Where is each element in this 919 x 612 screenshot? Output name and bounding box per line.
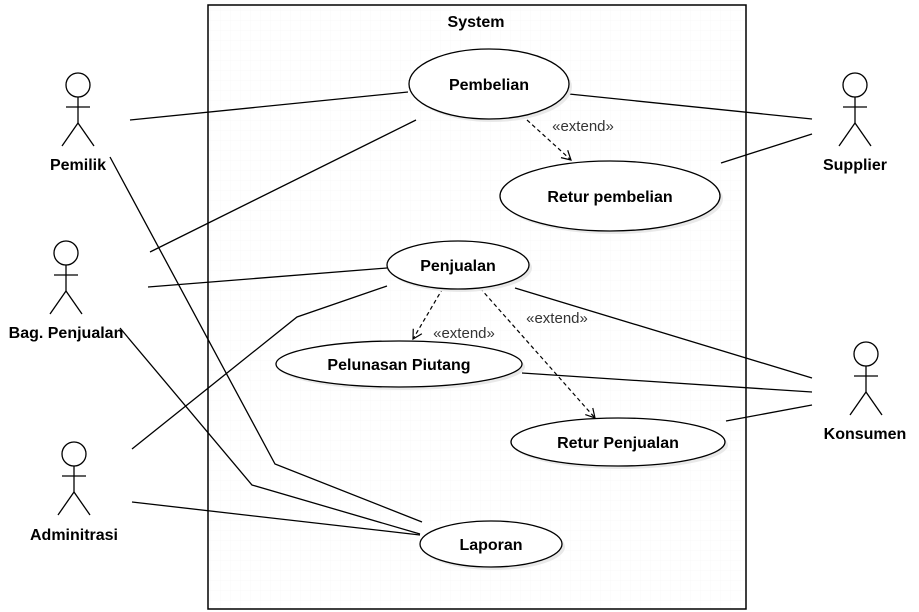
actor-supplier[interactable] <box>838 72 872 147</box>
use-case-retur-pembelian-label: Retur pembelian <box>547 189 672 206</box>
actor-bag-penjualan-label: Bag. Penjualan <box>9 325 124 342</box>
use-case-retur-penjualan[interactable]: Retur Penjualan <box>510 417 728 469</box>
use-case-pelunasan-piutang-label: Pelunasan Piutang <box>327 357 470 374</box>
use-case-pembelian-label: Pembelian <box>449 77 529 94</box>
assoc-adminitrasi-laporan <box>131 501 421 536</box>
actor-pemilik-label: Pemilik <box>50 157 106 174</box>
associations <box>109 91 813 536</box>
actor-bag-penjualan[interactable] <box>49 240 83 315</box>
extend-arrow-pelunasan-piutang <box>412 287 444 341</box>
use-case-penjualan-label: Penjualan <box>420 258 496 275</box>
actor-konsumen[interactable] <box>849 341 883 416</box>
extend-label-retur-pembelian: «extend» <box>552 118 614 135</box>
actor-pemilik[interactable] <box>61 72 95 147</box>
system-boundary <box>207 4 747 610</box>
actor-adminitrasi[interactable] <box>57 441 91 516</box>
stick-figure-icon <box>838 72 872 147</box>
assoc-bagpenjualan-pembelian <box>149 119 417 253</box>
extend-relations: «extend» «extend» «extend» <box>412 118 614 419</box>
stick-figure-icon <box>61 72 95 147</box>
extend-label-pelunasan-piutang: «extend» <box>433 325 495 342</box>
actor-adminitrasi-label: Adminitrasi <box>30 527 118 544</box>
extend-arrow-retur-pembelian <box>526 119 572 161</box>
stick-figure-icon <box>57 441 91 516</box>
use-case-retur-pembelian[interactable]: Retur pembelian <box>499 160 723 234</box>
assoc-bagpenjualan-laporan <box>119 327 421 535</box>
extend-arrow-retur-penjualan <box>479 287 596 419</box>
use-case-laporan-label: Laporan <box>459 537 522 554</box>
assoc-adminitrasi-penjualan <box>131 285 388 450</box>
extend-label-retur-penjualan: «extend» <box>526 310 588 327</box>
assoc-konsumen-retur-penjualan <box>725 404 813 422</box>
system-title: System <box>448 14 505 31</box>
stick-figure-icon <box>49 240 83 315</box>
use-case-pelunasan-piutang[interactable]: Pelunasan Piutang <box>275 340 525 390</box>
assoc-supplier-retur-pembelian <box>720 133 813 164</box>
use-case-laporan[interactable]: Laporan <box>419 520 565 570</box>
assoc-pemilik-laporan <box>109 156 423 523</box>
stick-figure-icon <box>849 341 883 416</box>
assoc-pemilik-pembelian <box>129 91 409 121</box>
assoc-bagpenjualan-penjualan <box>147 267 388 288</box>
assoc-konsumen-pelunasan <box>521 372 813 393</box>
actor-supplier-label: Supplier <box>823 157 887 174</box>
use-case-penjualan[interactable]: Penjualan <box>386 240 532 292</box>
assoc-supplier-pembelian <box>568 93 813 120</box>
actor-konsumen-label: Konsumen <box>824 426 907 443</box>
use-case-pembelian[interactable]: Pembelian <box>408 48 572 122</box>
use-case-retur-penjualan-label: Retur Penjualan <box>557 435 679 452</box>
assoc-konsumen-penjualan <box>514 287 813 379</box>
